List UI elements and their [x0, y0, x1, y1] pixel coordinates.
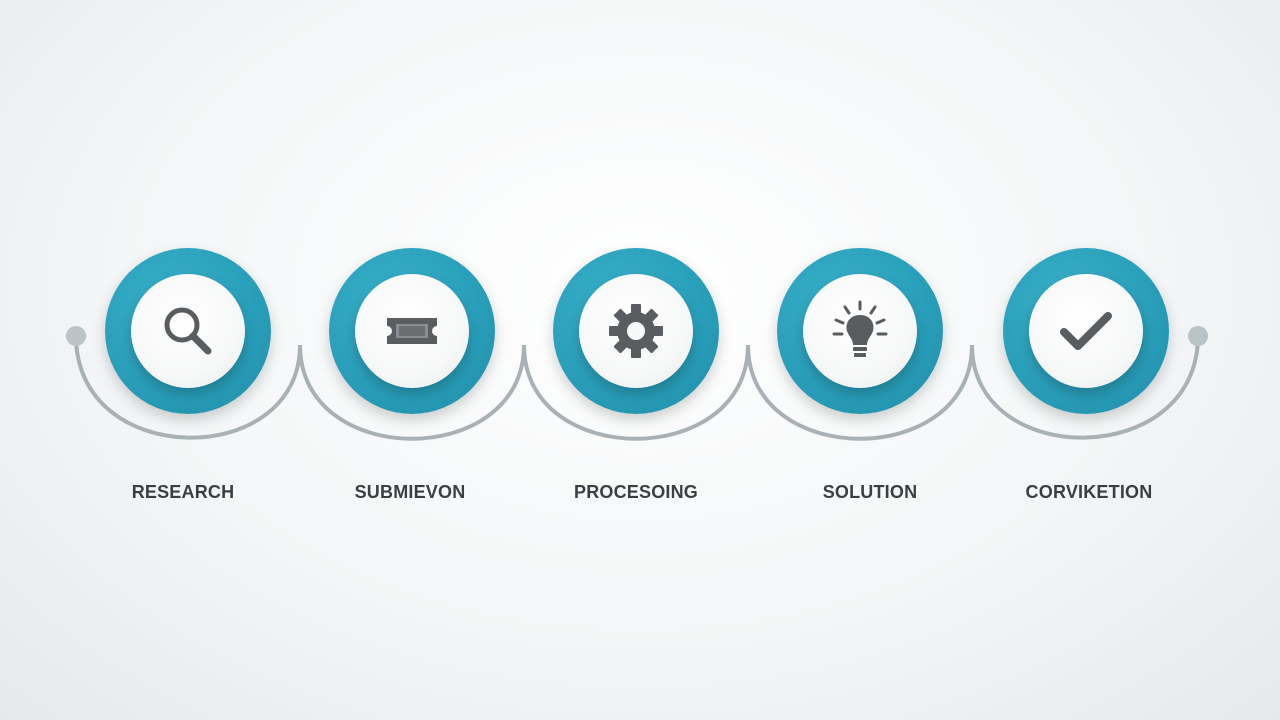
step-label-submission: SUBMIEVON	[354, 482, 466, 502]
step-processing	[553, 248, 719, 414]
step-research	[105, 248, 271, 414]
step-completion	[1003, 248, 1169, 414]
gear-icon	[609, 304, 663, 358]
step-icon-disc	[803, 274, 917, 388]
connector-end-dot	[1188, 326, 1208, 346]
ticket-icon	[387, 318, 437, 344]
step-icon-disc	[1029, 274, 1143, 388]
step-solution	[777, 248, 943, 414]
step-label-research: RESEARCH	[131, 482, 235, 502]
magnifier-icon	[164, 307, 212, 355]
step-icon-disc	[131, 274, 245, 388]
lightbulb-icon	[832, 300, 888, 357]
checkmark-icon	[1060, 312, 1112, 350]
step-icon-disc	[579, 274, 693, 388]
step-icon-disc	[355, 274, 469, 388]
step-label-solution: SOLUTION	[822, 482, 918, 502]
step-label-processing: PROCESOING	[573, 482, 699, 502]
step-label-completion: CORVIKETION	[1025, 482, 1153, 502]
connector-start-dot	[66, 326, 86, 346]
step-submission	[329, 248, 495, 414]
